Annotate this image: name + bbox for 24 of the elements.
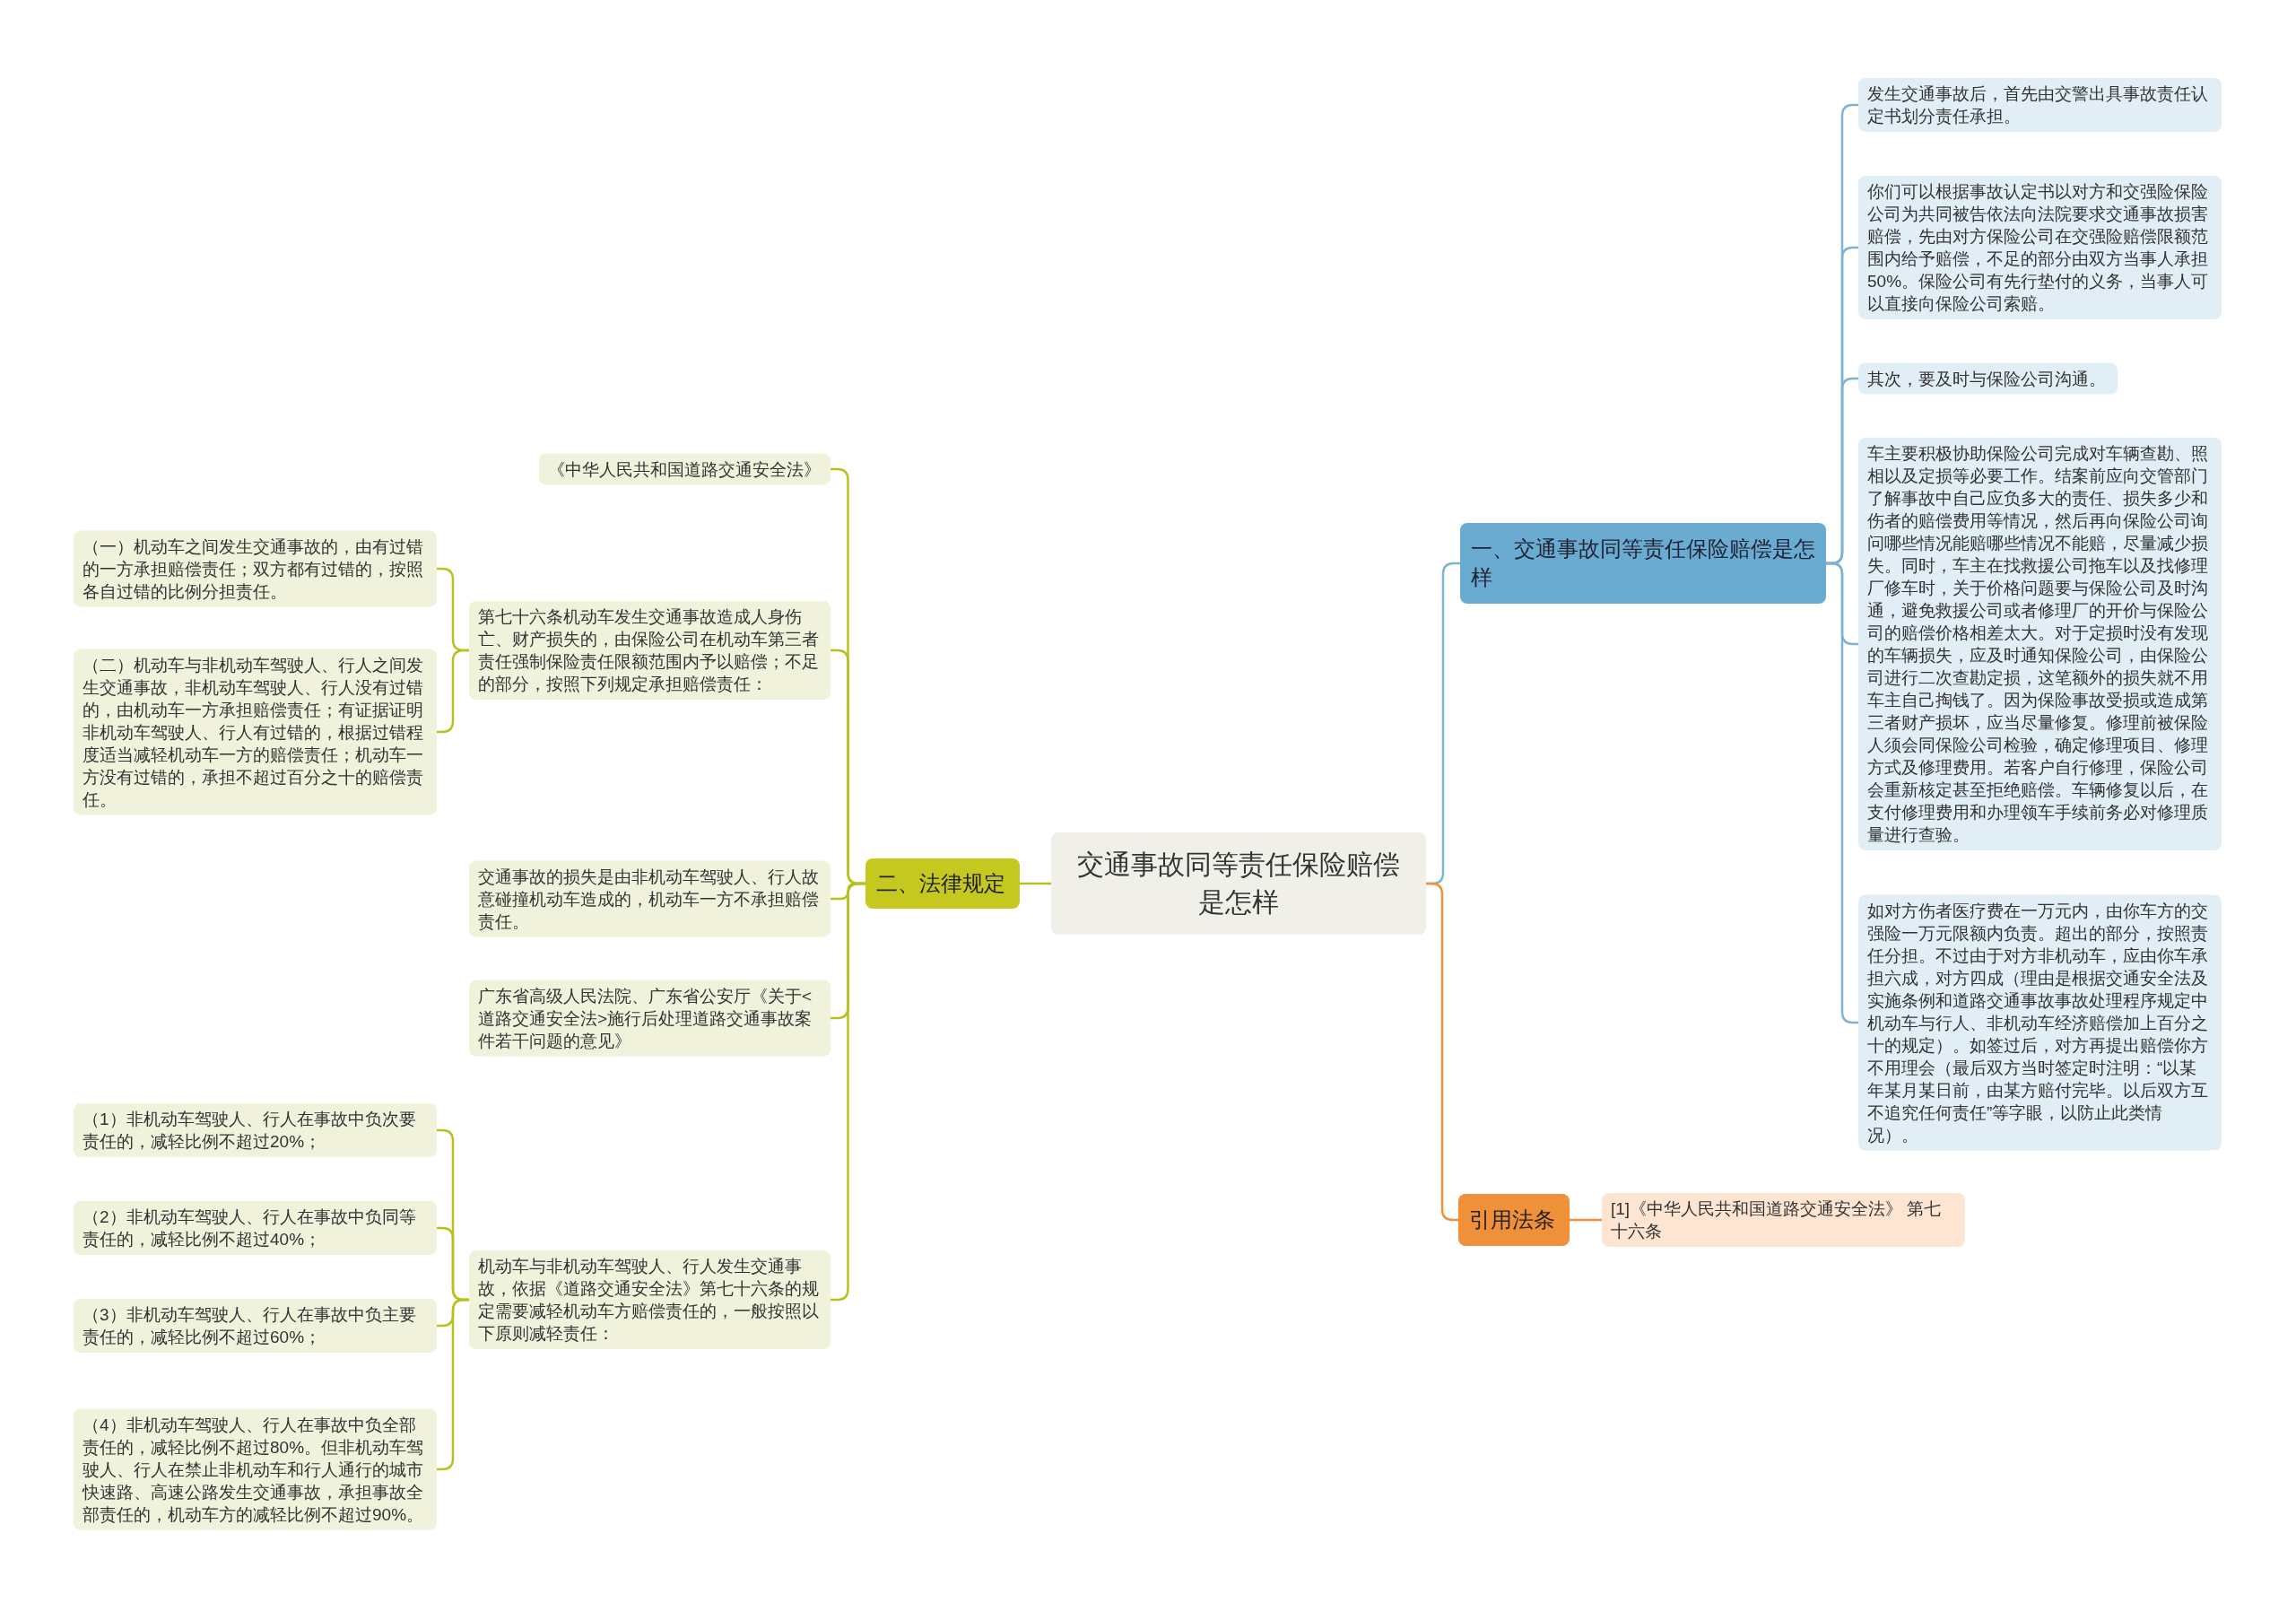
note-box: 车主要积极协助保险公司完成对车辆查勘、照相以及定损等必要工作。结案前应向交管部门了解事故中自己应负多大的责任、损失多少和伤者的赔偿费用等情况，然后再向保险公司询问哪些情况能赔哪些情况不能赔，尽量减少损失。同时，车主在找救援公司拖车以及找修理厂修车时，关于价格问题要与保险公司及时沟通，避免救援公司或者修理厂的开价与保险公司的赔偿价格相差太大。对于定损时没有发现的车辆损失，应及时通知保险公司，由保险公司进行二次查勘定损，这笔额外的损失就不用车主自己掏钱了。因为保险事故受损或造成第三者财产损坏，应当尽量修复。修理前被保险人须会同保险公司检验，确定修理项目、修理方式及修理费用。若客户自行修理，保险公司会重新核定甚至拒绝赔偿。车辆修复以后，在支付修理费用和办理领车手续前务必对修理质量进行查验。 [1858,438,2222,850]
note-box: 发生交通事故后，首先由交警出具事故责任认定书划分责任承担。 [1858,78,2222,132]
connector-line [1020,882,1051,885]
note-box: 《中华人民共和国道路交通安全法》 [539,453,831,485]
connector-line [1570,1218,1602,1222]
note-box: [1]《中华人民共和国道路交通安全法》 第七十六条 [1602,1193,1965,1247]
note-box: 机动车与非机动车驾驶人、行人发生交通事故，依据《道路交通安全法》第七十六条的规定需要减轻机动车方赔偿责任的，一般按照以下原则减轻责任： [469,1250,831,1349]
note-box: （4）非机动车驾驶人、行人在事故中负全部责任的，减轻比例不超过80%。但非机动车驾驶人、行人在禁止非机动车和行人通行的城市快速路、高速公路发生交通事故，承担事故全部责任的，机动车方的减轻比例不超过90%。 [74,1408,437,1530]
note-box: 你们可以根据事故认定书以对方和交强险保险公司为共同被告依法向法院要求交通事故损害赔偿，先由对方保险公司在交强险赔偿限额范围内给予赔偿，不足的部分由双方当事人承担50%。保险公司有先行垫付的义务，当事人可以直接向保险公司索赔。 [1858,176,2222,319]
branch-box: 二、法律规定 [865,858,1020,909]
note-box: （一）机动车之间发生交通事故的，由有过错的一方承担赔偿责任；双方都有过错的，按照各自过错的比例分担责任。 [74,530,437,607]
note-box: 其次，要及时与保险公司沟通。 [1858,362,2118,395]
note-box: （二）机动车与非机动车驾驶人、行人之间发生交通事故，非机动车驾驶人、行人没有过错的，由机动车一方承担赔偿责任；有证据证明非机动车驾驶人、行人有过错的，根据过错程度适当减轻机动车一方的赔偿责任；机动车一方没有过错的，承担不超过百分之十的赔偿责任。 [74,649,437,815]
note-box: 如对方伤者医疗费在一万元内，由你车方的交强险一万元限额内负责。超出的部分，按照责任分担。不过由于对方非机动车，应由你车承担六成，对方四成（理由是根据交通安全法及实施条例和道路交通事故事故处理程序规定中机动车与行人、非机动车经济赔偿加上百分之十的规定）。如签过后，对方再提出赔偿你方不用理会（最后双方当时签定时注明：“以某年某月某日前，由某方赔付完毕。以后双方互不追究任何责任”等字眼，以防止此类情况）。 [1858,894,2222,1151]
note-box: 交通事故的损失是由非机动车驾驶人、行人故意碰撞机动车造成的，机动车一方不承担赔偿责任。 [469,860,831,937]
connector-line [1426,882,1458,1222]
note-box: （1）非机动车驾驶人、行人在事故中负次要责任的，减轻比例不超过20%； [74,1103,437,1157]
topic-box: 交通事故同等责任保险赔偿是怎样 [1051,832,1426,935]
note-box: 第七十六条机动车发生交通事故造成人身伤亡、财产损失的，由保险公司在机动车第三者责任强制保险责任限额范围内予以赔偿；不足的部分，按照下列规定承担赔偿责任： [469,601,831,700]
branch-box: 一、交通事故同等责任保险赔偿是怎样 [1460,523,1826,604]
note-box: 广东省高级人民法院、广东省公安厅《关于<道路交通安全法>施行后处理道路交通事故案件若干问题的意见》 [469,980,831,1057]
note-box: （2）非机动车驾驶人、行人在事故中负同等责任的，减轻比例不超过40%； [74,1201,437,1255]
branch-box: 引用法条 [1458,1194,1570,1246]
note-box: （3）非机动车驾驶人、行人在事故中负主要责任的，减轻比例不超过60%； [74,1299,437,1353]
